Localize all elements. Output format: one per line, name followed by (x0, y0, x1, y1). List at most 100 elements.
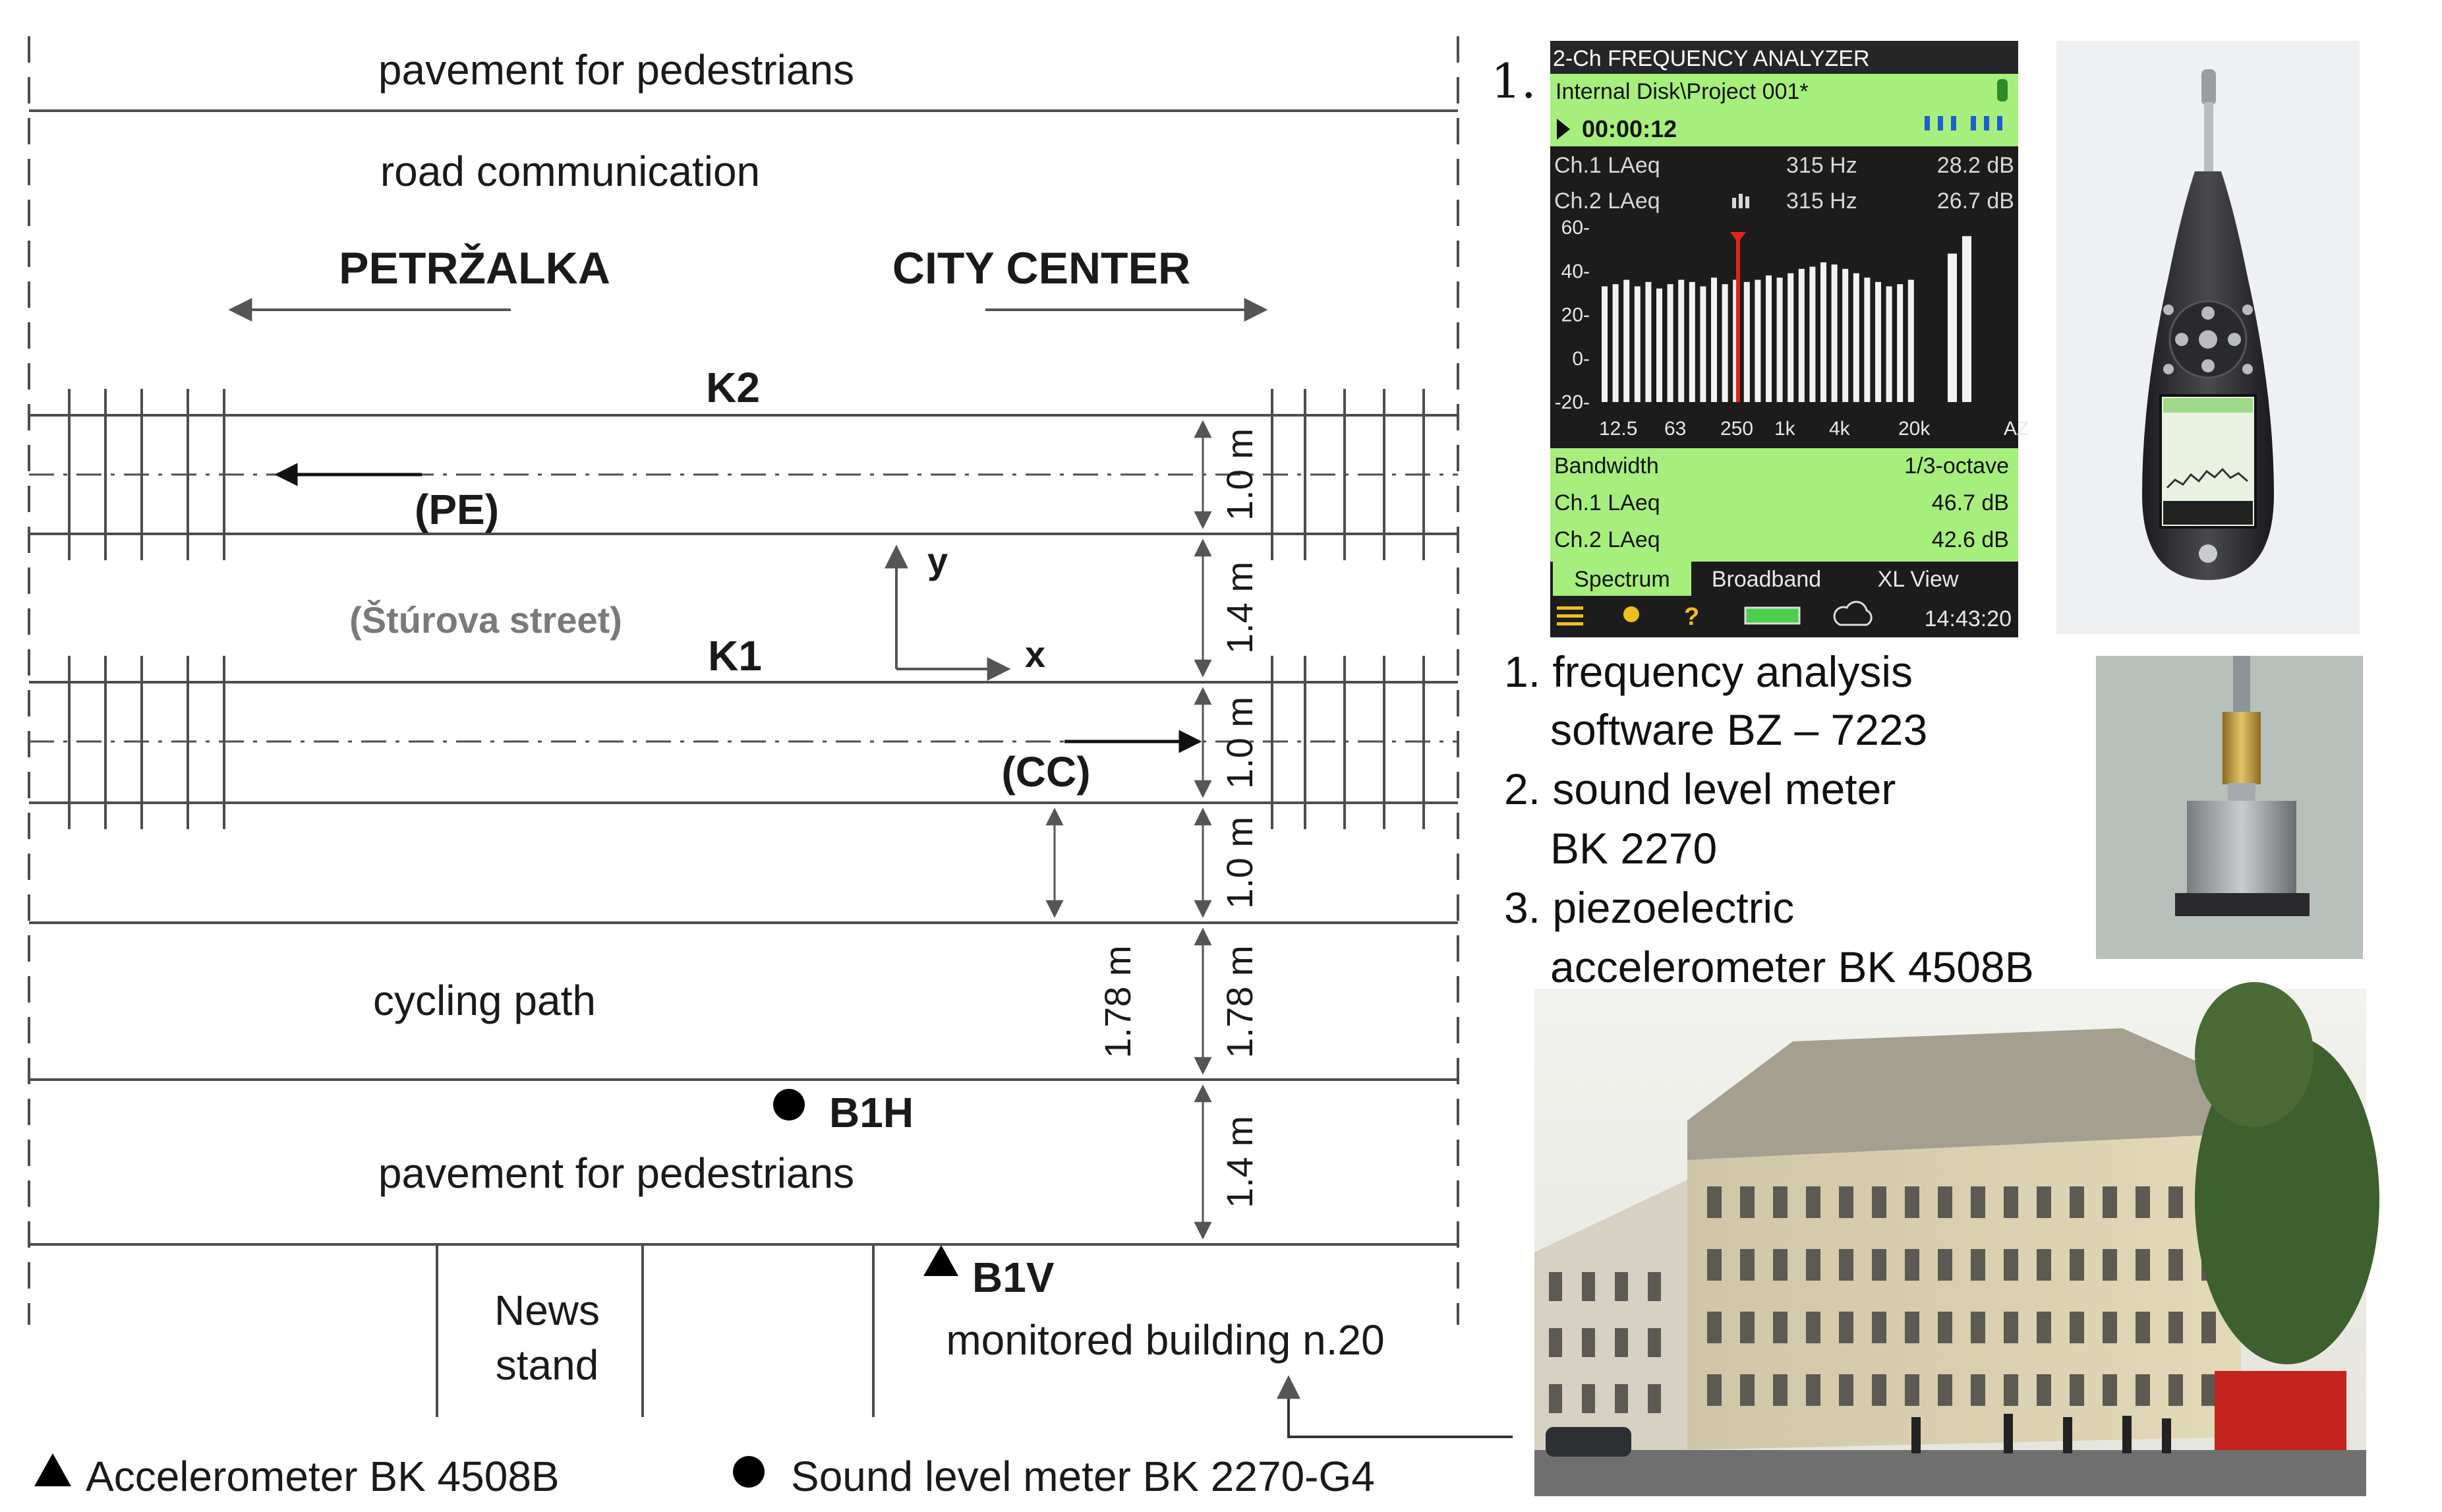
spectrum-bar (1776, 277, 1783, 402)
analyzer-time: 00:00:12 (1582, 115, 1677, 142)
window (2136, 1249, 2150, 1281)
window (1707, 1374, 1722, 1406)
window (1806, 1186, 1820, 1218)
accelerometer-photo (2096, 656, 2363, 959)
spectrum-bar (1755, 279, 1761, 402)
window (1773, 1249, 1788, 1281)
window (1582, 1384, 1595, 1413)
window (1872, 1186, 1886, 1218)
window (1707, 1312, 1722, 1343)
analyzer-bandwidth-val: 1/3-octave (1904, 453, 2009, 479)
x-tick-label: 250 (1720, 418, 1753, 440)
dim-cycling-outer: 1.78 m (1219, 945, 1260, 1058)
window (1740, 1249, 1755, 1281)
window (1582, 1272, 1595, 1301)
car (1546, 1427, 1631, 1457)
window (1549, 1272, 1562, 1301)
window (1839, 1312, 1853, 1343)
spectrum-bar-az (1948, 253, 1957, 402)
legend-accelerometer-symbol (34, 1453, 71, 1486)
window (1806, 1249, 1820, 1281)
dim-pavement: 1.4 m (1219, 1116, 1260, 1208)
label-k1: K1 (708, 632, 762, 680)
spectrum-bar (1678, 279, 1685, 402)
label-b1h: B1H (829, 1089, 914, 1136)
analyzer-ch2-freq: 315 Hz (1786, 189, 1857, 214)
window (2103, 1186, 2117, 1218)
window (2070, 1312, 2084, 1343)
window (1905, 1312, 1919, 1343)
play-icon (1557, 119, 1570, 140)
window (1905, 1374, 1919, 1406)
spectrum-bar (1711, 277, 1717, 402)
window (2168, 1312, 2183, 1343)
window (1582, 1328, 1595, 1357)
spectrum-bar (1700, 286, 1706, 402)
label-street: (Štúrova street) (349, 599, 622, 641)
spectrum-bar (1689, 281, 1695, 402)
window (1773, 1312, 1788, 1343)
window (1773, 1374, 1788, 1406)
spectrum-bar (1623, 279, 1630, 402)
analyzer-ch2-total-val: 42.6 dB (1932, 527, 2009, 552)
window (1839, 1186, 1853, 1218)
tab-xl-view-label[interactable]: XL View (1878, 567, 1959, 592)
spectrum-bar (1831, 264, 1838, 402)
spectrum-cursor-marker (1730, 232, 1746, 243)
window (1549, 1328, 1562, 1357)
building-main-roof (1687, 1028, 2241, 1160)
slm-power-button (2199, 544, 2217, 563)
window (1971, 1374, 1985, 1406)
equip-item1-line1: 1. frequency analysis (1504, 647, 1913, 696)
spectrum-bar (1645, 281, 1652, 402)
spectrum-bar (1788, 273, 1794, 402)
tab-broadband-label[interactable]: Broadband (1712, 567, 1821, 592)
channel-indicators-icon (1925, 116, 2002, 131)
spectrum-bar (1766, 275, 1772, 402)
label-cc: (CC) (1001, 748, 1090, 796)
slm-microphone-tip (2201, 69, 2216, 105)
window (2070, 1249, 2084, 1281)
equipment-list: 1. frequency analysis software BZ – 7223… (1504, 647, 2034, 991)
analyzer-path-bar (1550, 74, 2018, 108)
window (1740, 1312, 1755, 1343)
window (2168, 1186, 2183, 1218)
tab-spectrum[interactable] (1553, 562, 1691, 596)
building-windows (1549, 1186, 2216, 1413)
window (2037, 1374, 2051, 1406)
ties-k1-right (1271, 656, 1425, 829)
window (1615, 1384, 1628, 1413)
slm-microphone-rod (2204, 102, 2213, 175)
sound-level-meter-photo (2056, 41, 2360, 634)
road-surface (1534, 1450, 2366, 1496)
spectrum-bar (1853, 273, 1859, 402)
label-axis-y: y (927, 540, 948, 581)
label-building: monitored building n.20 (946, 1316, 1384, 1364)
label-newsstand-1: News (494, 1287, 600, 1334)
ties-k2-right (1271, 389, 1425, 560)
acc-body (2187, 801, 2296, 896)
window (2004, 1249, 2018, 1281)
equip-item3-line2: accelerometer BK 4508B (1550, 943, 2034, 991)
spectrum-bar (1875, 281, 1881, 402)
spectrum-y-ticks: 60-40-20-0--20- (1555, 217, 1590, 413)
equip-item1-line2: software BZ – 7223 (1550, 705, 1927, 754)
dim-cycling-inner: 1.78 m (1097, 945, 1138, 1058)
window (2004, 1186, 2018, 1218)
help-icon: ? (1684, 603, 1699, 631)
window (2103, 1374, 2117, 1406)
x-tick-label: 1k (1774, 418, 1796, 440)
window (1905, 1249, 1919, 1281)
x-tick-label: 12.5 (1599, 418, 1637, 440)
label-pavement-top: pavement for pedestrians (378, 46, 854, 94)
analyzer-title: 2-Ch FREQUENCY ANALYZER (1553, 46, 1870, 71)
analyzer-ch1-total-label: Ch.1 LAeq (1554, 490, 1660, 515)
window (2201, 1374, 2216, 1406)
ties-k1-left (68, 656, 225, 829)
window (2037, 1312, 2051, 1343)
spectrum-bar (1722, 284, 1728, 402)
window (1872, 1312, 1886, 1343)
equip-item3-line1: 3. piezoelectric (1504, 883, 1794, 932)
